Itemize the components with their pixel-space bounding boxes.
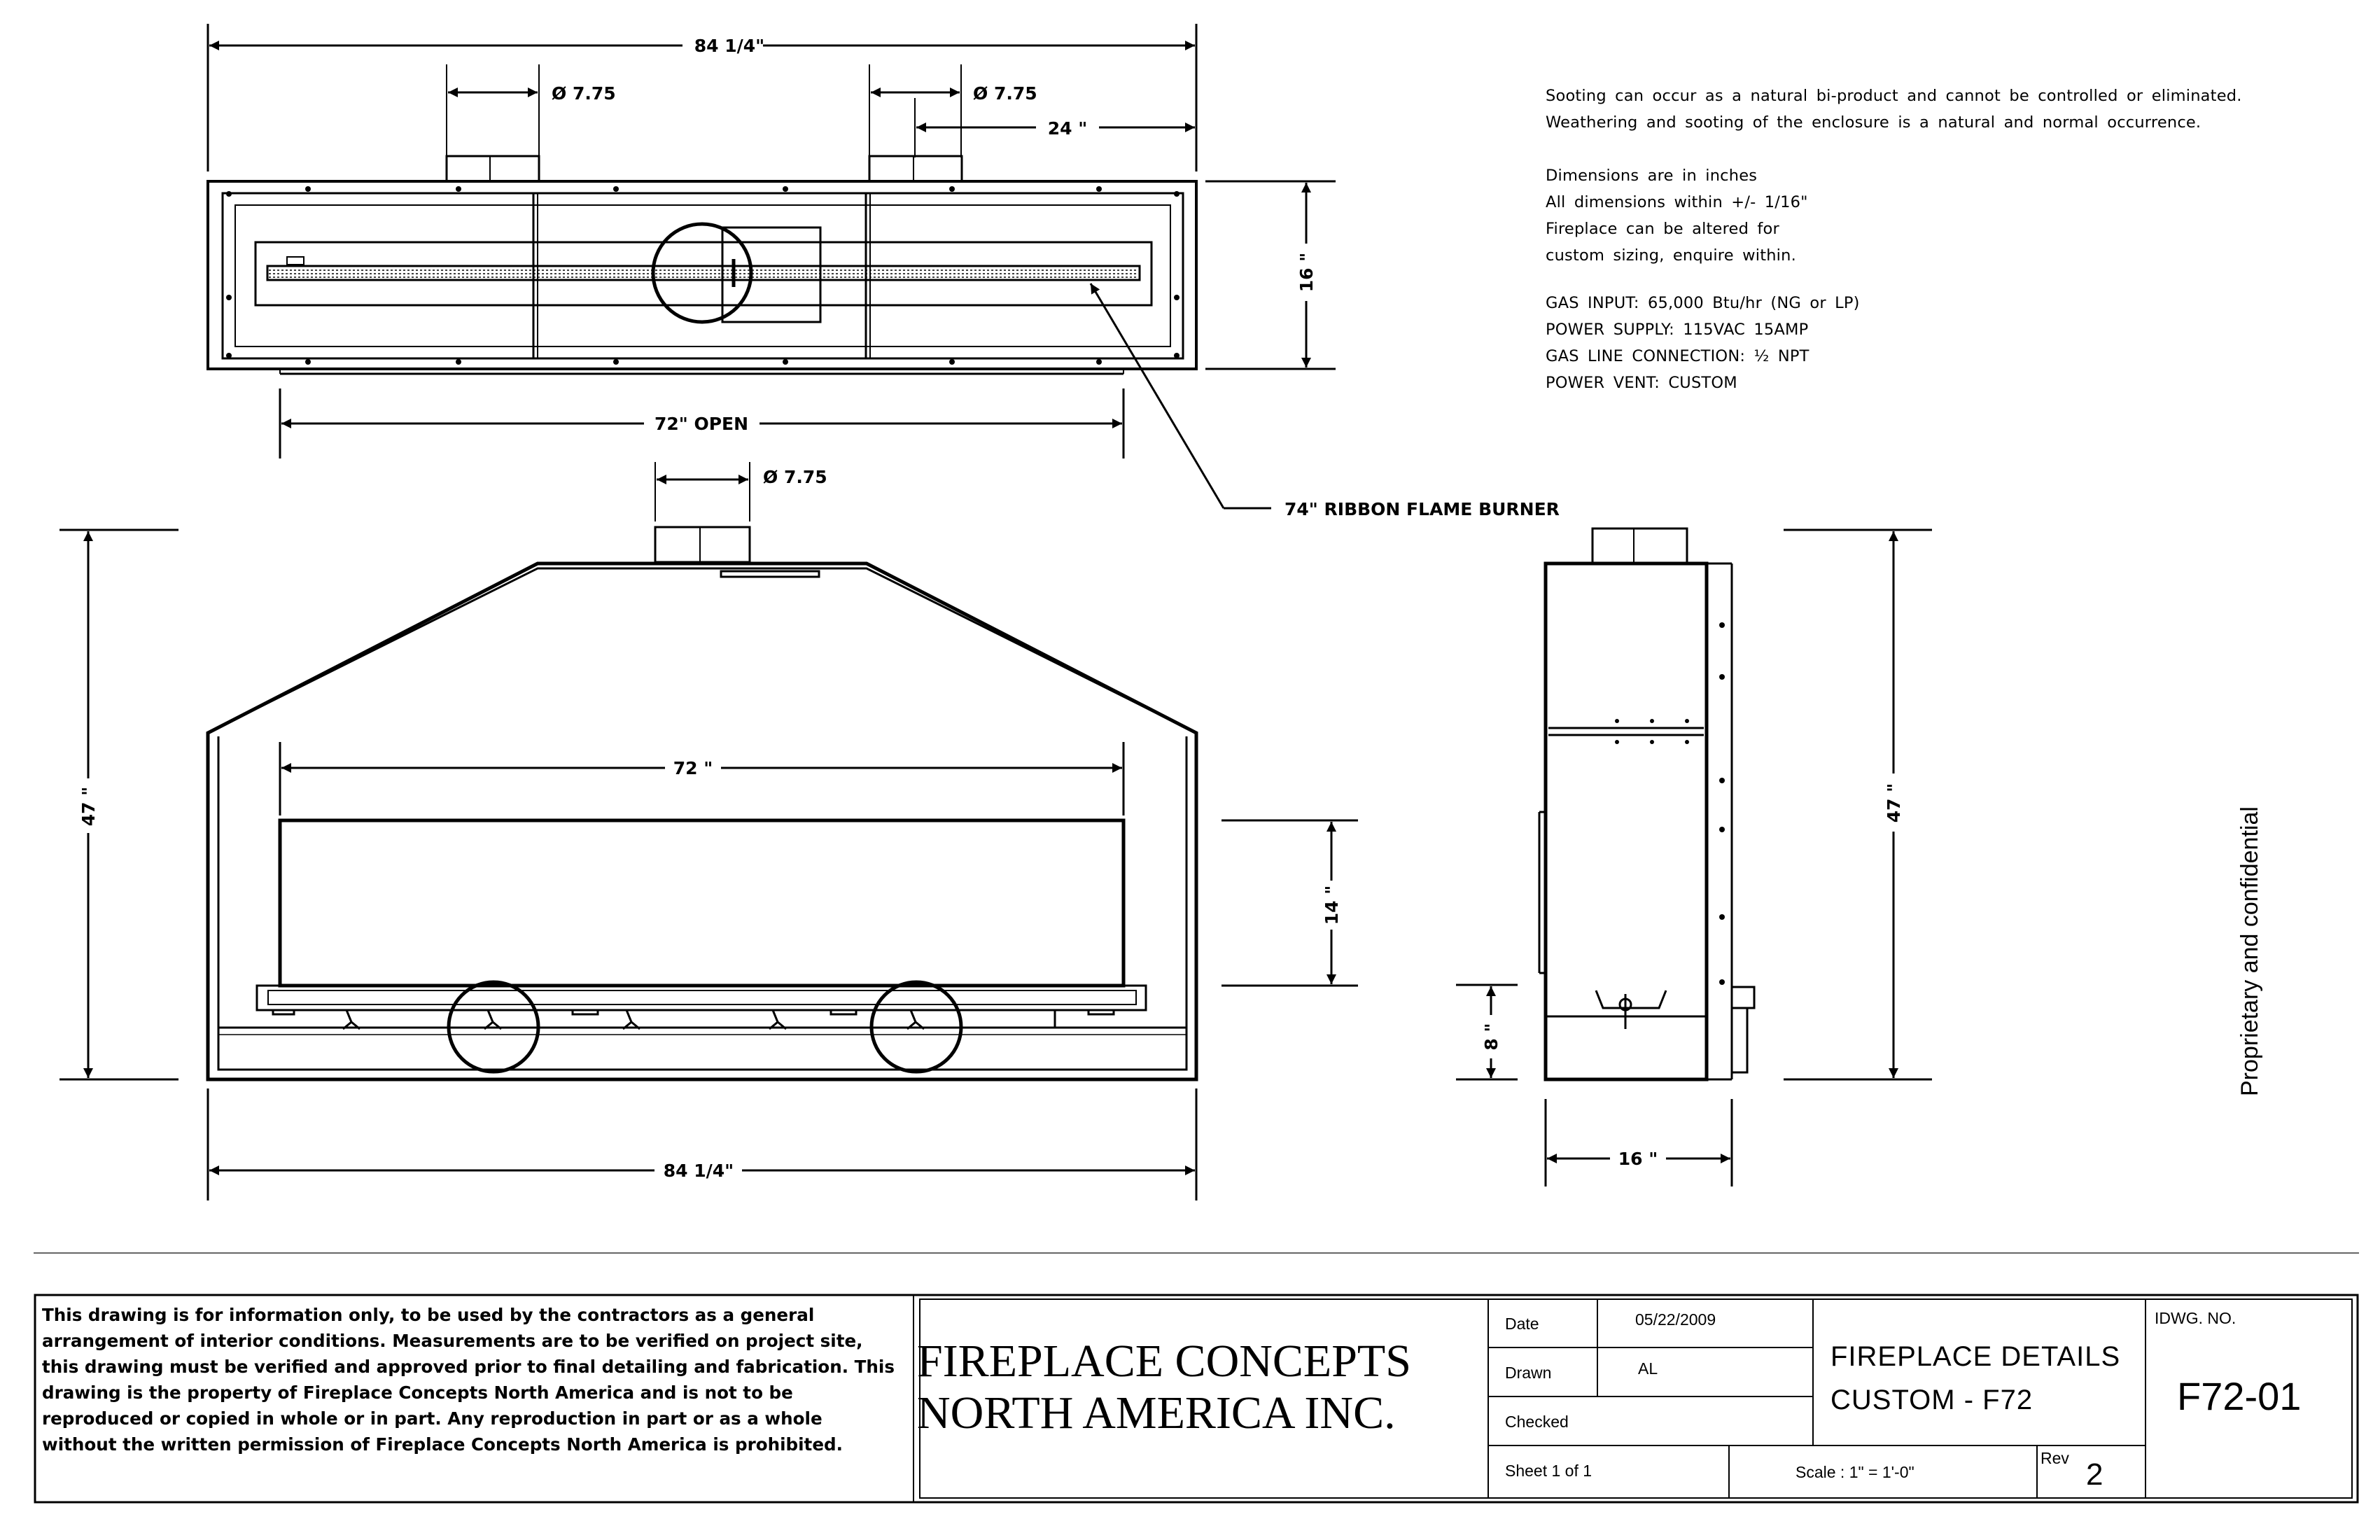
dim-overall-width-bottom: 84 1/4" <box>664 1161 734 1181</box>
note-sooting-2: Weathering and sooting of the enclosure … <box>1546 113 2202 132</box>
dim-open-width: 72" OPEN <box>654 414 748 434</box>
disclaimer-text: This drawing is for information only, to… <box>42 1305 895 1455</box>
dim-height-side: 47 " <box>1884 783 1904 823</box>
top-view <box>206 24 1336 510</box>
title-block-frame <box>34 1252 2359 1504</box>
company-name: FIREPLACE CONCEPTS NORTH AMERICA INC. <box>917 1336 1477 1439</box>
note-dims-3: Fireplace can be altered for <box>1546 220 1779 238</box>
drawn-value: AL <box>1638 1359 1658 1378</box>
scale-label: Scale : 1" = 1'-0" <box>1795 1463 1914 1481</box>
note-dims-2: All dimensions within +/- 1/16" <box>1546 193 1808 211</box>
note-power-vent: POWER VENT: CUSTOM <box>1546 374 1737 392</box>
proprietary-note: Proprietary and confidential <box>2236 806 2263 1096</box>
front-view <box>59 462 1358 1200</box>
sheet-label: Sheet 1 of 1 <box>1505 1462 1592 1480</box>
dim-overall-width-top: 84 1/4" <box>694 36 764 56</box>
note-power-supply: POWER SUPPLY: 115VAC 15AMP <box>1546 321 1809 339</box>
company-line-2: NORTH AMERICA INC. <box>917 1387 1396 1438</box>
burner-label: 74" RIBBON FLAME BURNER <box>1284 499 1560 519</box>
dwg-no-value: F72-01 <box>2177 1374 2302 1418</box>
note-gas-line: GAS LINE CONNECTION: ½ NPT <box>1546 347 1809 365</box>
date-label: Date <box>1505 1315 1539 1333</box>
dim-depth-side: 16 " <box>1618 1149 1658 1169</box>
dim-opening-height: 14 " <box>1322 886 1342 925</box>
dim-flue-front: Ø 7.75 <box>763 467 827 487</box>
side-view <box>1456 527 1932 1186</box>
rev-label: Rev <box>2040 1449 2069 1467</box>
dim-flue-offset: 24 " <box>1048 118 1088 139</box>
rev-value: 2 <box>2086 1457 2104 1492</box>
general-notes: Sooting can occur as a natural bi-produc… <box>1546 83 2246 396</box>
checked-label: Checked <box>1505 1413 1569 1431</box>
date-value: 05/22/2009 <box>1635 1310 1716 1329</box>
dim-depth-top: 16 " <box>1296 253 1317 293</box>
drawing-title-line-2: CUSTOM - F72 <box>1830 1385 2033 1415</box>
drawing-title-line-1: FIREPLACE DETAILS <box>1830 1341 2121 1372</box>
note-gas-input: GAS INPUT: 65,000 Btu/hr (NG or LP) <box>1546 294 1860 312</box>
note-dims-1: Dimensions are in inches <box>1546 167 1758 185</box>
dim-flue-right: Ø 7.75 <box>973 83 1037 104</box>
dim-base-height: 8 " <box>1481 1023 1502 1050</box>
dim-opening-width: 72 " <box>673 758 713 778</box>
note-dims-4: custom sizing, enquire within. <box>1546 246 1796 265</box>
dwg-no-label: IDWG. NO. <box>2155 1309 2236 1327</box>
company-line-1: FIREPLACE CONCEPTS <box>917 1336 1411 1387</box>
drawn-label: Drawn <box>1505 1364 1552 1382</box>
note-sooting-1: Sooting can occur as a natural bi-produc… <box>1546 87 2242 105</box>
dim-flue-left: Ø 7.75 <box>552 83 616 104</box>
dim-height-front: 47 " <box>78 787 99 827</box>
